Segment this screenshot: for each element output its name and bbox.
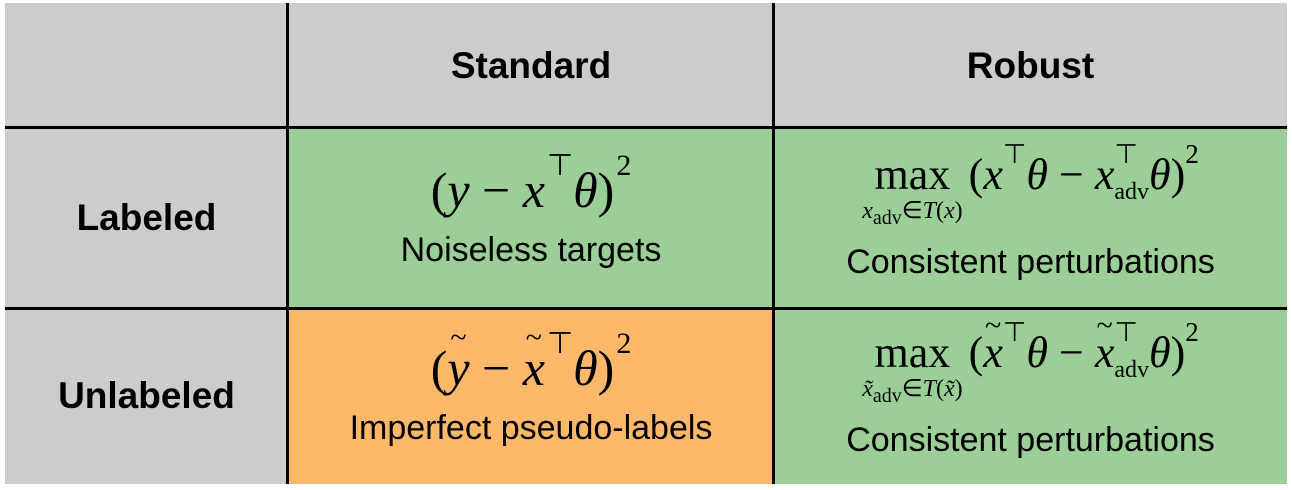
divider-h2	[5, 307, 1287, 310]
row-label-unlabeled: Unlabeled	[5, 307, 288, 484]
divider-v1	[286, 3, 289, 484]
header-standard: Standard	[288, 3, 774, 128]
divider-h1	[5, 126, 1287, 129]
cell-unlabeled-standard: (y − x⊤θ)2 Imperfect pseudo-labels	[288, 307, 774, 484]
formula-labeled-standard: (y − x⊤θ)2	[430, 149, 632, 218]
caption-unlabeled-standard: Imperfect pseudo-labels	[349, 409, 713, 447]
row-label-labeled: Labeled	[5, 128, 288, 307]
header-robust: Robust	[774, 3, 1287, 128]
caption-labeled-robust: Consistent perturbations	[846, 243, 1215, 282]
corner-cell	[5, 3, 288, 128]
comparison-table: Standard Robust Labeled (y − x⊤θ)2 Noise…	[5, 3, 1287, 484]
caption-labeled-standard: Noiseless targets	[400, 231, 662, 269]
cell-labeled-standard: (y − x⊤θ)2 Noiseless targets	[288, 128, 774, 307]
formula-unlabeled-standard: (y − x⊤θ)2	[431, 329, 632, 394]
caption-unlabeled-robust: Consistent perturbations	[846, 421, 1215, 460]
divider-v2	[772, 3, 775, 484]
